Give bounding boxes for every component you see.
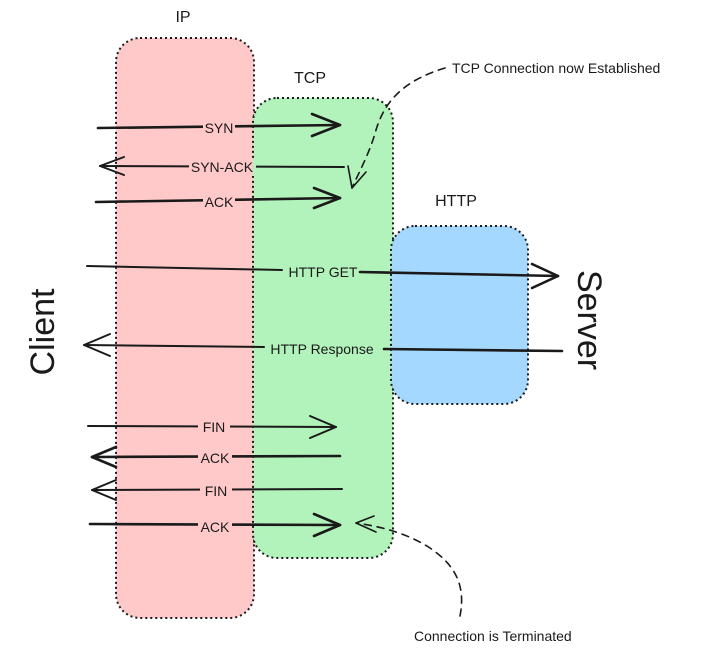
- established-pointer-head: [347, 165, 367, 189]
- ack-1-label: ACK: [205, 194, 234, 210]
- terminated-pointer-head: [355, 515, 377, 533]
- http-get-arrow: [86, 262, 560, 290]
- http-get-label: HTTP GET: [289, 264, 358, 280]
- fin-2-label-bg: [200, 482, 232, 500]
- fin-2-label: FIN: [205, 483, 228, 499]
- server-label: Server: [570, 270, 608, 370]
- fin-1-label-bg: [198, 418, 230, 436]
- http-layer-label: HTTP: [435, 193, 477, 210]
- ip-layer-label: IP: [175, 9, 190, 26]
- terminated-annotation: Connection is Terminated: [414, 628, 572, 644]
- ack-3-label: ACK: [201, 519, 230, 535]
- client-label: Client: [24, 288, 62, 375]
- syn-ack-label-bg: [189, 158, 253, 176]
- http-layer-box: [390, 225, 529, 405]
- ack-3-label-bg: [198, 518, 232, 536]
- established-annotation: TCP Connection now Established: [452, 60, 660, 76]
- ack-1-label-bg: [203, 193, 235, 211]
- established-pointer: [351, 67, 446, 189]
- terminated-pointer: [355, 522, 463, 617]
- http-response-arrow: [83, 333, 564, 357]
- ip-layer-box: [115, 37, 255, 619]
- fin-1-label: FIN: [203, 419, 226, 435]
- http-response-label: HTTP Response: [270, 341, 373, 357]
- syn-label-bg: [203, 119, 235, 137]
- ack-2-label: ACK: [201, 450, 230, 466]
- syn-ack-label: SYN-ACK: [191, 159, 254, 175]
- tcp-layer-label: TCP: [294, 70, 326, 87]
- syn-ack-label-bg-tcp: [253, 158, 256, 176]
- syn-label: SYN: [205, 120, 234, 136]
- ack-2-label-bg: [198, 449, 232, 467]
